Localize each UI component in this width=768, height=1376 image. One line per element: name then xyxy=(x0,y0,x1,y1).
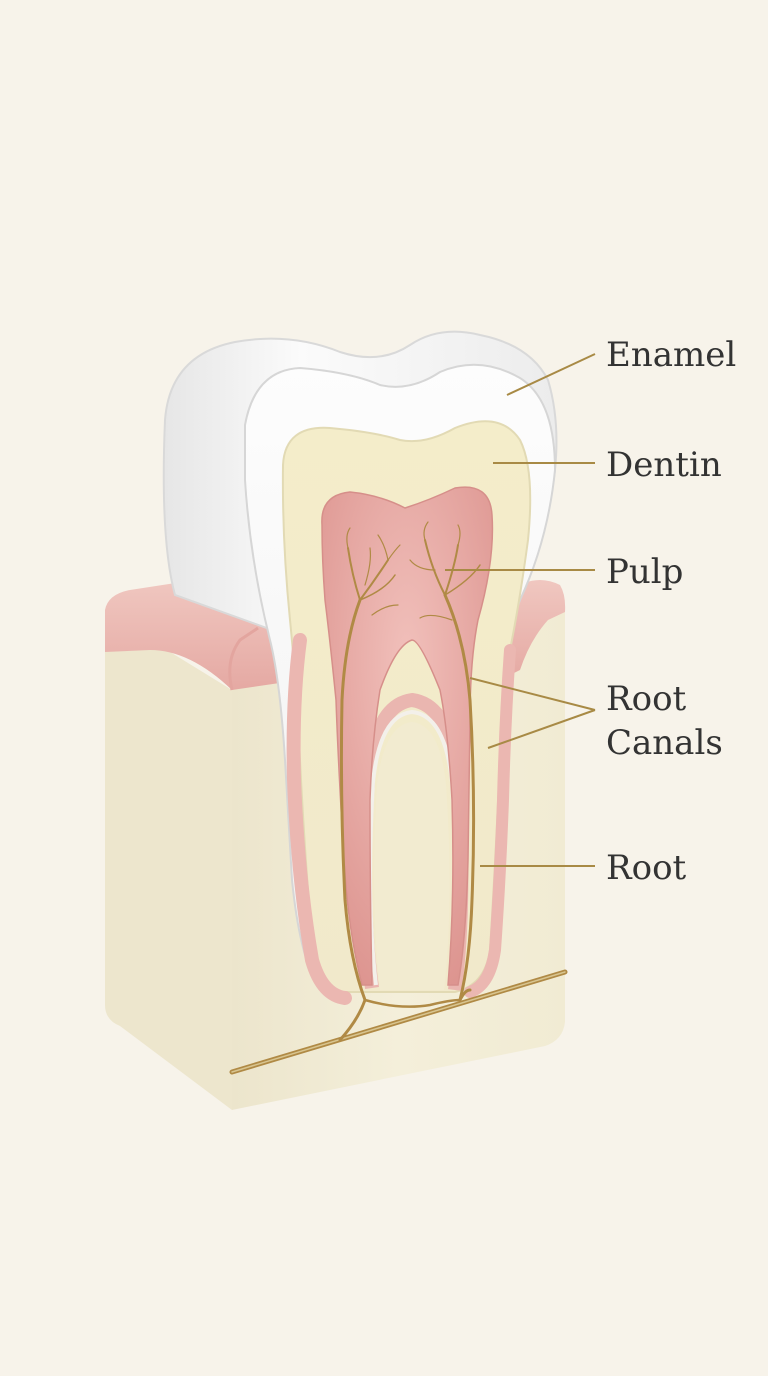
leader-line-enamel xyxy=(506,353,596,396)
label-enamel: Enamel xyxy=(606,335,737,375)
label-root-canals-line2: Canals xyxy=(606,723,723,763)
label-dentin: Dentin xyxy=(606,445,722,485)
label-root: Root xyxy=(606,848,687,888)
leader-line-root-canal-upper xyxy=(469,677,596,711)
leader-line-root-canal-lower xyxy=(487,709,596,749)
nerve-branches xyxy=(229,521,568,1075)
label-pulp: Pulp xyxy=(606,552,684,592)
label-root-canals-line1: Root xyxy=(606,679,687,719)
label-root-canals: Root Canals xyxy=(606,677,723,765)
leader-lines xyxy=(445,353,596,867)
